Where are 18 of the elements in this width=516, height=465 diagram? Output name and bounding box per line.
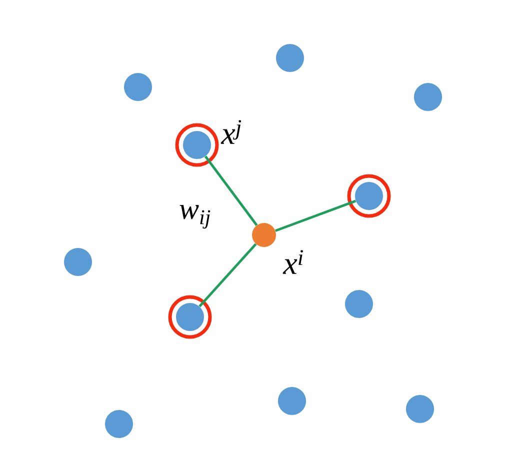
dot [252, 223, 276, 247]
dot [176, 303, 204, 331]
dot [355, 182, 383, 210]
dot [105, 410, 133, 438]
node-label: x$^{i}$ [282, 250, 303, 274]
dot [406, 395, 434, 423]
connector-line [198, 243, 257, 308]
dot [276, 44, 304, 72]
dot [183, 131, 211, 159]
dot [414, 83, 442, 111]
edge-label: w$_{ij}$ [180, 205, 210, 229]
dot [64, 248, 92, 276]
node-label: x$^{j}$ [220, 120, 242, 144]
connector-line [275, 200, 356, 232]
dot [124, 73, 152, 101]
dot [278, 387, 306, 415]
connector-line [204, 156, 258, 226]
dot [345, 290, 373, 318]
